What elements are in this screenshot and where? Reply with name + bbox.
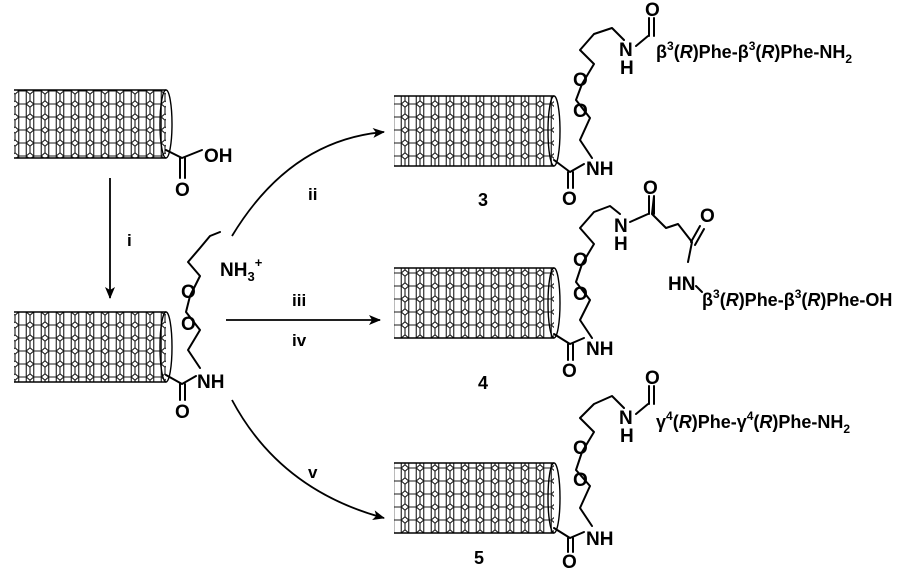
peg-linker-chain [185,231,221,369]
succinyl-oxygen-label: O [700,206,715,227]
step-ii-label: ii [308,185,317,204]
nanotube-body [394,267,561,339]
step-v: v [231,399,385,520]
peptide-carbonyl-oxygen-label: O [645,0,660,21]
amide-n-label: N [614,216,628,237]
amide-h-label: H [620,58,634,79]
step-i-label: i [127,231,132,250]
amide-bond [165,374,197,385]
carbonyl-oxygen-label: O [562,552,577,571]
ether-oxygen-label: O [573,284,588,305]
carbonyl-oxygen-label: O [175,402,190,423]
step-i: i [105,178,132,299]
step-iii-iv: iii iv [226,291,381,350]
amide-nh-label: NH [586,529,613,550]
amide-nh-label: NH [586,159,613,180]
nanotube-amine-intermediate: O NH O O NH3+ [14,231,263,423]
ether-oxygen-label: O [181,282,196,303]
ether-oxygen-label: O [181,314,196,335]
peptide-carbonyl-oxygen-label: O [645,368,660,389]
peptide-3-label: β3(R)Phe-β3(R)Phe-NH2 [656,39,852,66]
succinyl-oxygen-label: O [643,178,658,199]
amide-h-label: H [620,426,634,447]
nanotube-body [14,89,173,159]
peptide-5-label: γ4(R)Phe-γ4(R)Phe-NH2 [656,409,850,436]
compound-number-3: 3 [478,190,488,210]
amide-bond [553,159,585,173]
peptide-carbonyl-bond [635,385,655,415]
ether-oxygen-label: O [573,70,588,91]
peptide-carbonyl-bond [635,17,655,47]
carbonyl-double-bond [567,343,574,361]
step-iv-label: iv [292,331,307,350]
amide-n-label: N [619,408,633,429]
step-iii-label: iii [292,291,306,310]
hn-peptide-bond [695,285,703,293]
step-ii: ii [231,127,385,237]
succinyl-spacer [629,195,705,263]
peptide-4-label: β3(R)Phe-β3(R)Phe-OH [702,287,892,310]
compound-number-4: 4 [478,373,488,393]
product-5: O NH O O N H O γ4(R)Phe-γ4(R)Phe-NH2 5 [394,368,850,571]
carbonyl-oxygen-label: O [175,180,190,201]
amide-nh-label: NH [586,339,613,360]
nanotube-cooh: OH O [14,89,233,201]
amide-bond [553,527,585,539]
hydroxyl-label: OH [204,146,233,167]
carboxyl-bond [165,149,203,159]
ammonium-label: NH3+ [220,255,263,284]
ether-oxygen-label: O [573,438,588,459]
nanotube-body [14,311,173,383]
carbonyl-double-bond [179,383,186,401]
nanotube-body [394,95,561,167]
peg-linker-chain [575,395,625,527]
amide-bond [553,333,585,345]
carbonyl-oxygen-label: O [562,361,577,382]
carbonyl-double-bond [179,157,186,179]
hn-label: HN [668,274,695,295]
carbonyl-double-bond [567,171,574,189]
peg-linker-chain [575,27,625,159]
amide-nh-label: NH [197,372,224,393]
step-v-arrow [231,399,385,520]
amide-n-label: N [619,40,633,61]
step-v-label: v [308,463,318,482]
ether-oxygen-label: O [573,101,588,122]
peg-linker-chain [575,205,621,339]
ether-oxygen-label: O [573,250,588,271]
step-ii-arrow [231,127,385,237]
amide-h-label: H [614,234,628,255]
carbonyl-oxygen-label: O [562,189,577,210]
compound-number-5: 5 [474,548,484,568]
product-3: O NH O O N H O β3(R)Phe-β3(R)Phe-NH2 3 [394,0,852,210]
ether-oxygen-label: O [573,470,588,491]
product-4: O NH O O N H O O HN β3(R)Phe-β3(R)Phe-OH… [394,178,892,393]
nanotube-body [394,462,561,534]
carbonyl-double-bond [567,537,574,553]
